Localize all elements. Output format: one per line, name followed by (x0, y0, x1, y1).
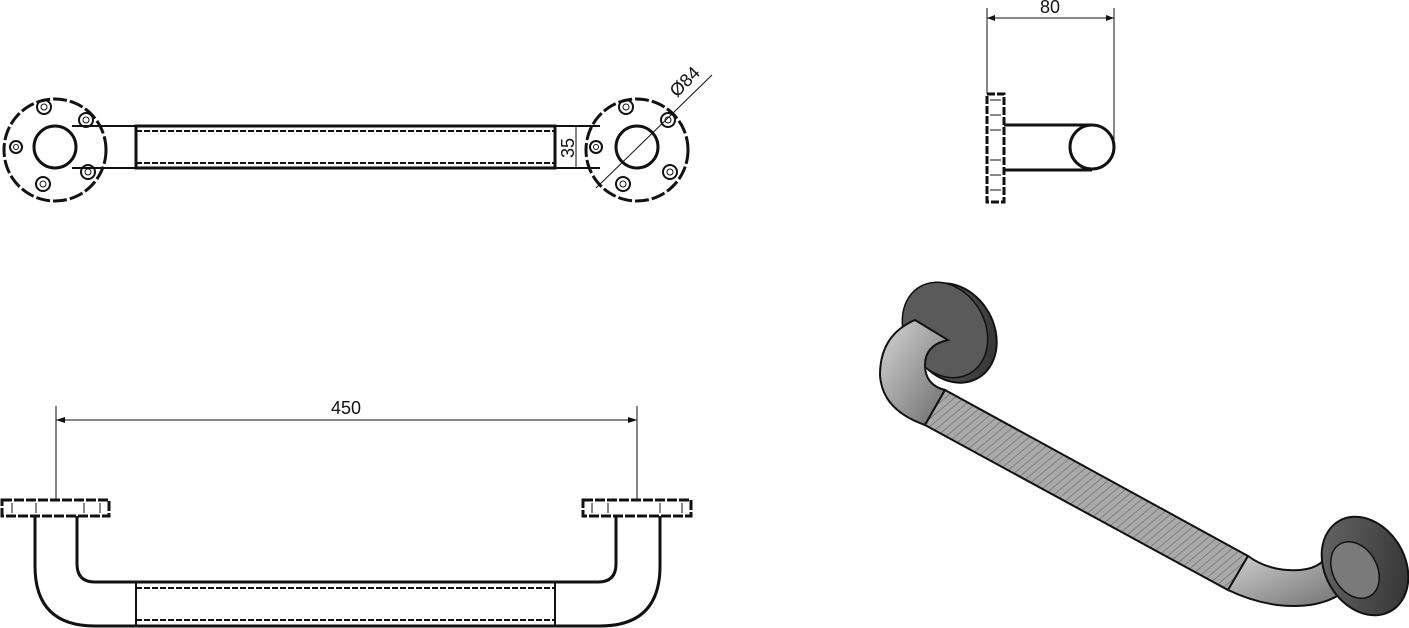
isometric-view (878, 281, 1409, 617)
top-view: Ø84 35 (2, 63, 713, 203)
tube-width-dimension: 35 (558, 126, 578, 168)
depth-dimension: 80 (986, 0, 1115, 142)
length-dimension: 450 (55, 398, 638, 500)
left-flange-top (2, 97, 108, 203)
depth-label: 80 (1040, 0, 1060, 17)
length-label: 450 (331, 398, 361, 418)
diameter-leader (595, 74, 713, 189)
right-flange-top (584, 97, 690, 203)
front-view: 450 (0, 398, 693, 628)
diameter-label: Ø84 (666, 63, 704, 101)
side-view: 80 (985, 0, 1116, 204)
grab-bar-top (72, 124, 600, 170)
tube-width-label: 35 (558, 138, 578, 158)
